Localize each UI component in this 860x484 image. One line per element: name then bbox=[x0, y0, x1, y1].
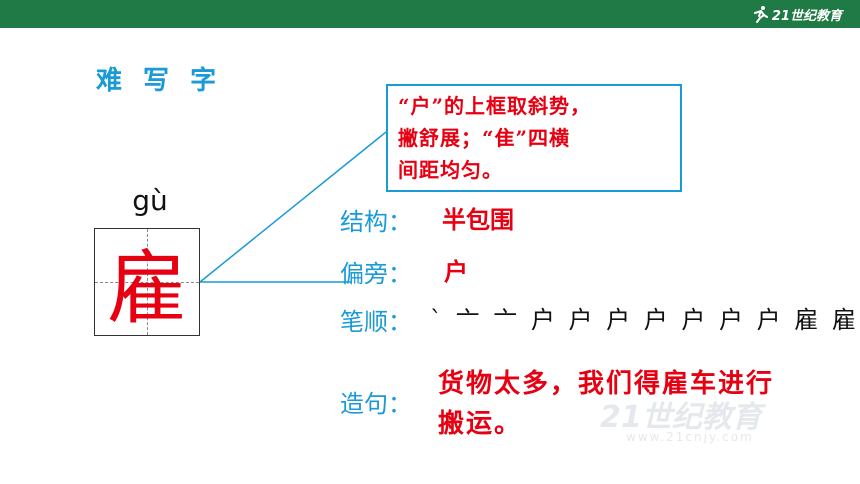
radical-label: 偏旁： bbox=[340, 260, 412, 288]
pinyin-label: gù bbox=[132, 184, 168, 217]
grid-vertical-guide bbox=[147, 229, 148, 335]
brand-logo: 21世纪教育 bbox=[751, 3, 842, 25]
runner-icon bbox=[753, 6, 768, 23]
watermark-url: www.21cnjy.com bbox=[626, 430, 754, 444]
structure-label: 结构： bbox=[340, 208, 412, 236]
page-title: 难 写 字 bbox=[96, 66, 223, 96]
header-bar: 21世纪教育 bbox=[0, 0, 860, 28]
stroke-order-sequence: ` 亠 亠 户 户 户 户 户 户 户 雇 雇 bbox=[430, 306, 859, 334]
tianzige-grid: 雇 bbox=[94, 228, 200, 336]
writing-tip-box: “户”的上框取斜势， 撇舒展；“隹”四横 间距均匀。 bbox=[386, 84, 682, 192]
sentence-label: 造句： bbox=[340, 390, 412, 418]
watermark-logo: 21世纪教育 bbox=[600, 400, 762, 435]
writing-tip-line: 间距均匀。 bbox=[398, 158, 503, 182]
writing-tip-line: 撇舒展；“隹”四横 bbox=[398, 126, 571, 150]
logo-text: 21世纪教育 bbox=[771, 8, 842, 24]
structure-value: 半包围 bbox=[442, 205, 514, 234]
example-sentence: 货物太多，我们得雇车进行搬运。 bbox=[438, 369, 775, 439]
writing-tip-line: “户”的上框取斜势， bbox=[398, 94, 592, 118]
character-glyph: 雇 bbox=[107, 242, 187, 335]
stroke-order-label: 笔顺： bbox=[340, 308, 412, 336]
radical-value: 户 bbox=[444, 257, 468, 286]
